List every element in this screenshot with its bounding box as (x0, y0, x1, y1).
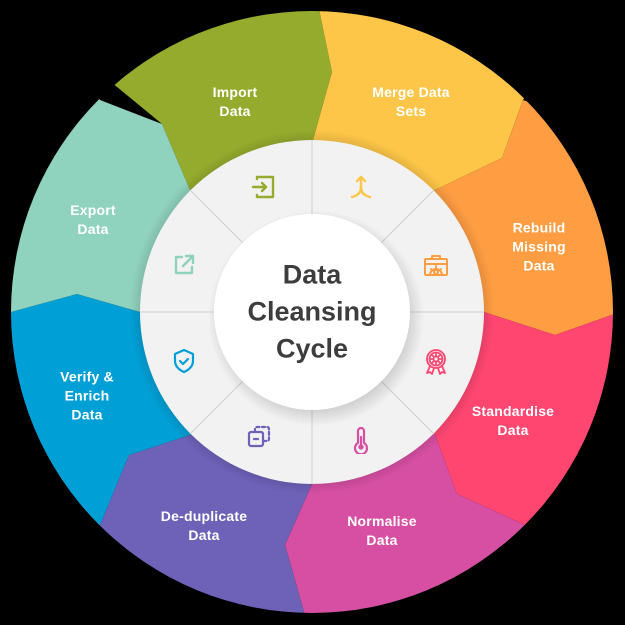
import-icon (249, 173, 277, 201)
shield-check-icon (170, 347, 198, 375)
label-line: Data (188, 527, 220, 543)
step-label-normalise-data: Normalise Data (347, 512, 417, 550)
merge-icon (347, 173, 375, 201)
step-label-import-data: Import Data (213, 83, 258, 121)
title-line-3: Cycle (275, 333, 349, 364)
label-line: De-duplicate (160, 508, 248, 524)
step-label-standardise-data: Standardise Data (472, 402, 554, 440)
label-line: Standardise (471, 403, 555, 419)
label-line: Rebuild (512, 219, 566, 236)
export-icon (170, 251, 198, 279)
label-line: Enrich (64, 387, 110, 404)
label-line: Data (523, 257, 555, 274)
step-label-verify-enrich-data: Verify & Enrich Data (60, 368, 114, 425)
step-label-export-data: Export Data (70, 201, 116, 239)
toolbox-icon (422, 251, 450, 279)
award-badge-icon (422, 348, 450, 376)
step-label-merge-data-sets: Merge Data Sets (372, 83, 449, 121)
label-line: Sets (395, 103, 427, 119)
label-line: Data (219, 103, 251, 119)
diagram-title: Data Cleansing Cycle (247, 257, 376, 368)
label-line: Verify & (60, 368, 114, 385)
label-line: Missing (512, 238, 566, 255)
title-line-1: Data (282, 259, 342, 290)
label-line: Normalise (347, 513, 417, 529)
label-line: Data (497, 422, 529, 438)
step-label-rebuild-missing-data: Rebuild Missing Data (512, 219, 566, 276)
label-line: Data (77, 221, 109, 237)
label-line: Data (366, 532, 398, 548)
duplicate-icon (245, 423, 273, 451)
label-line: Export (70, 202, 116, 218)
center-circle (214, 214, 410, 410)
label-line: Import (212, 84, 258, 100)
label-line: Merge Data (372, 84, 450, 100)
step-label-de-duplicate-data: De-duplicate Data (161, 507, 247, 545)
thermometer-icon (347, 426, 375, 454)
label-line: Data (71, 406, 103, 423)
title-line-2: Cleansing (247, 296, 377, 327)
